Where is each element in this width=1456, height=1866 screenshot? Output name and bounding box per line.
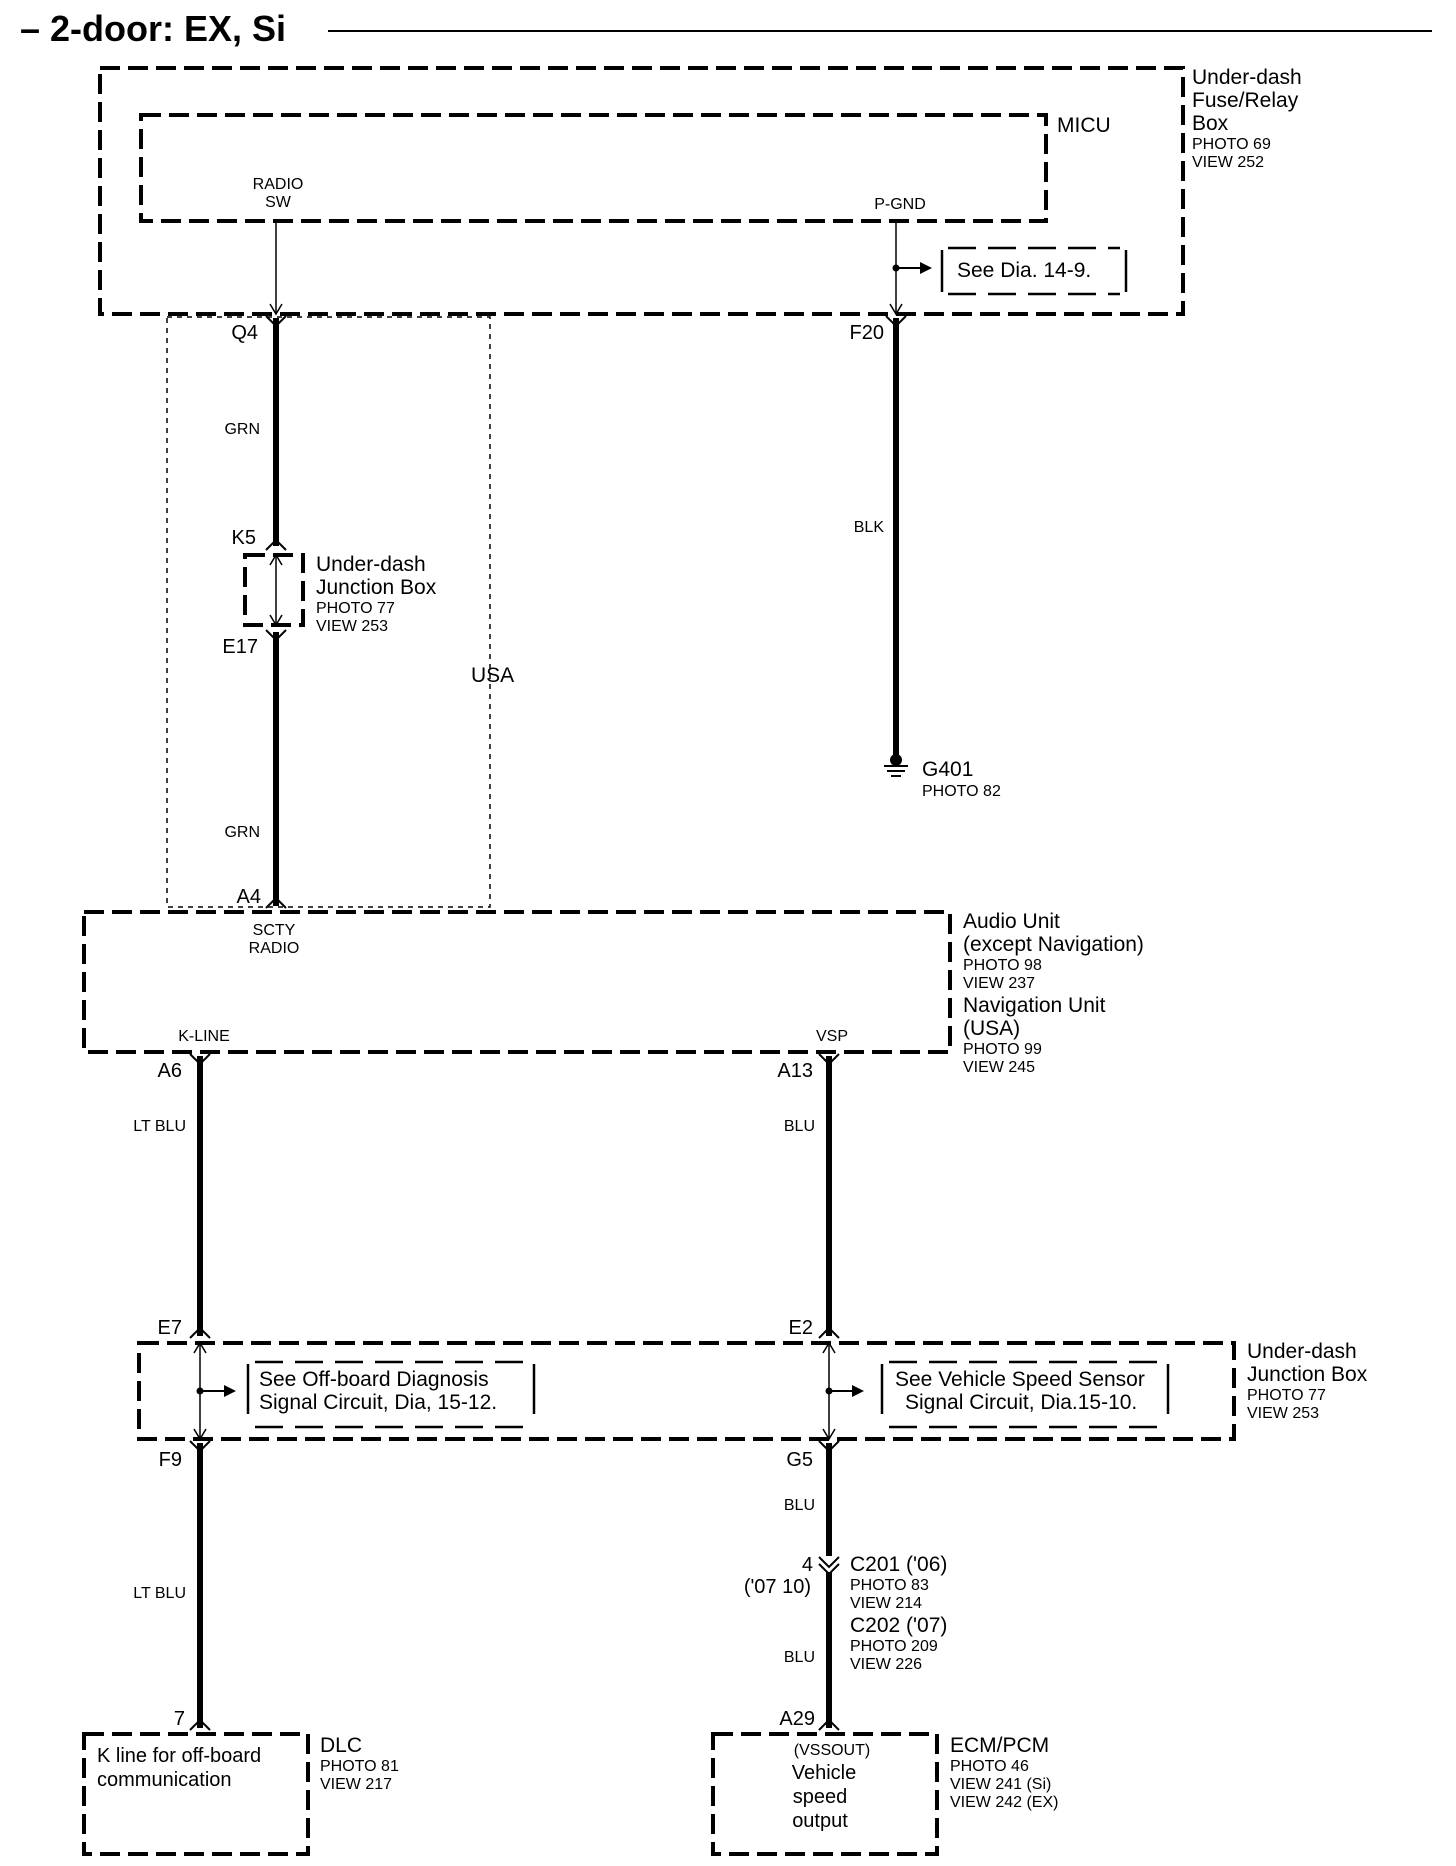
- audio-unit-name-2: (except Navigation): [963, 933, 1144, 956]
- connector-pin-06: 4: [802, 1554, 813, 1576]
- audio-unit-k-line: K-LINE: [178, 1028, 230, 1045]
- dlc-name: DLC: [320, 1734, 362, 1757]
- connector-pin-07: ('07 10): [744, 1576, 811, 1598]
- usa-label: USA: [471, 664, 514, 687]
- junction-box-1-view: VIEW 253: [316, 618, 388, 635]
- wire-blk: BLK: [854, 519, 885, 536]
- junction-box-2-view: VIEW 253: [1247, 1405, 1319, 1422]
- audio-unit-name-1: Audio Unit: [963, 910, 1060, 933]
- connector-c201-icon: [818, 1556, 840, 1576]
- ref-offboard: See Off-board Diagnosis Signal Circuit, …: [246, 1360, 536, 1429]
- wire-grn-1: GRN: [224, 421, 260, 438]
- ref-offboard-2: Signal Circuit, Dia, 15-12.: [259, 1391, 497, 1414]
- connector-c201: C201 ('06): [850, 1553, 947, 1576]
- fuse-relay-box-name-2: Fuse/Relay: [1192, 89, 1299, 112]
- audio-unit-photo: PHOTO 98: [963, 957, 1042, 974]
- fuse-relay-box-view: VIEW 252: [1192, 154, 1264, 171]
- junction-box-2-photo: PHOTO 77: [1247, 1387, 1326, 1404]
- ecm-name: ECM/PCM: [950, 1734, 1049, 1757]
- ref-vss-1: See Vehicle Speed Sensor: [895, 1368, 1145, 1391]
- nav-unit-view: VIEW 245: [963, 1059, 1035, 1076]
- fuse-relay-box-name-3: Box: [1192, 112, 1229, 135]
- audio-unit-scty-1: SCTY: [253, 922, 296, 939]
- pin-k5: K5: [232, 527, 256, 549]
- dlc-view: VIEW 217: [320, 1776, 392, 1793]
- dlc-photo: PHOTO 81: [320, 1758, 399, 1775]
- pin-g5: G5: [786, 1449, 813, 1471]
- junction-box-2-name-1: Under-dash: [1247, 1340, 1357, 1363]
- pin-f20: F20: [850, 322, 884, 344]
- fuse-relay-box-photo: PHOTO 69: [1192, 136, 1271, 153]
- diagram-title: – 2-door: EX, Si: [20, 8, 286, 49]
- ecm-desc-1: (VSSOUT): [794, 1742, 870, 1759]
- ground-symbol-icon: [884, 754, 908, 777]
- ref-dia-14-9-text: See Dia. 14-9.: [957, 259, 1091, 282]
- micu-radio-sw-2: SW: [265, 194, 292, 211]
- pin-a29: A29: [779, 1708, 815, 1730]
- ecm-photo: PHOTO 46: [950, 1758, 1029, 1775]
- junction-box-2-name-2: Junction Box: [1247, 1363, 1368, 1386]
- ref-offboard-1: See Off-board Diagnosis: [259, 1368, 489, 1391]
- pin-dlc-7: 7: [174, 1708, 185, 1730]
- micu-radio-sw-1: RADIO: [253, 176, 304, 193]
- pin-a6: A6: [158, 1060, 182, 1082]
- ecm-desc-4: output: [792, 1810, 848, 1832]
- audio-unit: SCTY RADIO K-LINE VSP Audio Unit (except…: [82, 910, 1144, 1076]
- nav-unit-name-2: (USA): [963, 1017, 1020, 1040]
- dlc-desc-1: K line for off-board: [97, 1745, 261, 1767]
- ecm-view-ex: VIEW 242 (EX): [950, 1794, 1058, 1811]
- ground-name: G401: [922, 758, 973, 781]
- fuse-relay-box: Under-dash Fuse/Relay Box PHOTO 69 VIEW …: [98, 66, 1302, 316]
- connector-c201-view: VIEW 214: [850, 1595, 922, 1612]
- pin-f9: F9: [159, 1449, 182, 1471]
- ecm-view-si: VIEW 241 (Si): [950, 1776, 1051, 1793]
- wire-blu-2: BLU: [784, 1497, 815, 1514]
- pin-a4: A4: [237, 886, 261, 908]
- ground-photo: PHOTO 82: [922, 783, 1001, 800]
- pin-a13: A13: [777, 1060, 813, 1082]
- micu: MICU RADIO SW P-GND: [139, 113, 1111, 223]
- audio-unit-vsp: VSP: [816, 1028, 848, 1045]
- junction-box-1-name-2: Junction Box: [316, 576, 437, 599]
- junction-box-1: Under-dash Junction Box PHOTO 77 VIEW 25…: [243, 553, 437, 635]
- ref-dia-14-9: See Dia. 14-9.: [940, 246, 1128, 296]
- audio-unit-view: VIEW 237: [963, 975, 1035, 992]
- audio-unit-scty-2: RADIO: [249, 940, 300, 957]
- dlc-desc-2: communication: [97, 1769, 232, 1791]
- wire-lt-blu-1: LT BLU: [133, 1118, 186, 1135]
- ecm-desc-2: Vehicle: [792, 1762, 857, 1784]
- nav-unit-photo: PHOTO 99: [963, 1041, 1042, 1058]
- usa-region: [166, 316, 491, 908]
- wire-grn-2: GRN: [224, 824, 260, 841]
- junction-box-1-name-1: Under-dash: [316, 553, 426, 576]
- connector-c201-photo: PHOTO 83: [850, 1577, 929, 1594]
- micu-name: MICU: [1057, 114, 1111, 137]
- nav-unit-name-1: Navigation Unit: [963, 994, 1106, 1017]
- pin-e7: E7: [158, 1317, 182, 1339]
- junction-box-1-photo: PHOTO 77: [316, 600, 395, 617]
- pin-e2: E2: [789, 1317, 813, 1339]
- ref-vss: See Vehicle Speed Sensor Signal Circuit,…: [880, 1360, 1170, 1429]
- connector-c202-view: VIEW 226: [850, 1656, 922, 1673]
- pin-q4: Q4: [231, 322, 258, 344]
- connector-c202: C202 ('07): [850, 1614, 947, 1637]
- micu-p-gnd: P-GND: [874, 196, 926, 213]
- dlc: K line for off-board communication DLC P…: [82, 1732, 399, 1856]
- pin-e17: E17: [222, 636, 258, 658]
- wire-blu-1: BLU: [784, 1118, 815, 1135]
- wire-blu-3: BLU: [784, 1649, 815, 1666]
- ecm-desc-3: speed: [793, 1786, 848, 1808]
- fuse-relay-box-name-1: Under-dash: [1192, 66, 1302, 89]
- junction-box-2: Under-dash Junction Box PHOTO 77 VIEW 25…: [137, 1340, 1368, 1441]
- ref-vss-2: Signal Circuit, Dia.15-10.: [905, 1391, 1137, 1414]
- wire-lt-blu-2: LT BLU: [133, 1585, 186, 1602]
- connector-c202-photo: PHOTO 209: [850, 1638, 938, 1655]
- ecm-pcm: (VSSOUT) Vehicle speed output ECM/PCM PH…: [711, 1732, 1058, 1856]
